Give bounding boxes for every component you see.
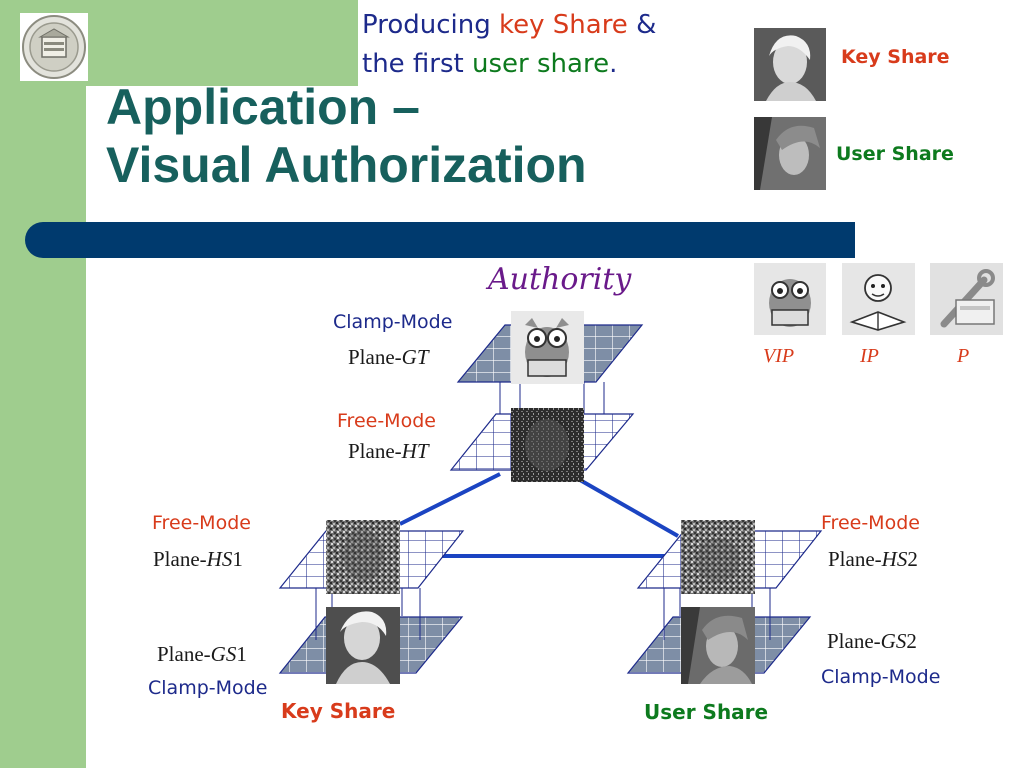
noise-share-hs2-icon <box>681 520 755 594</box>
plane-gs1-prefix: Plane- <box>157 642 211 666</box>
header-band <box>86 0 358 86</box>
level-vip-label: VIP <box>763 345 795 367</box>
title-line-1: Application – <box>106 79 420 135</box>
owl-noise-share-icon <box>511 408 584 482</box>
plane-gs2-label: Plane-GS2 <box>827 629 917 654</box>
plane-hs1-mode: Free-Mode <box>152 512 251 534</box>
plane-gs2-num: 2 <box>906 629 917 653</box>
plane-hs1-label: Plane-HS1 <box>153 547 243 572</box>
plane-gs2-name: GS <box>880 629 907 653</box>
level-p-label: P <box>957 345 970 367</box>
level-ip-label: IP <box>860 345 879 367</box>
slide-title: Application – Visual Authorization <box>106 78 587 194</box>
authority-label: Authority <box>488 262 632 297</box>
connector-lines <box>399 472 680 558</box>
plane-hs2-label: Plane-HS2 <box>828 547 918 572</box>
caption-user-share: user share <box>472 49 610 79</box>
caption-line2-suffix: . <box>609 49 618 79</box>
plane-gs1-mode: Clamp-Mode <box>148 677 268 699</box>
caption-line1-suffix: & <box>627 10 657 40</box>
legend-key-share-label: Key Share <box>841 46 950 68</box>
plane-gs1-num: 1 <box>236 642 247 666</box>
sidebar-band <box>0 0 86 768</box>
plane-hs2-prefix: Plane- <box>828 547 882 571</box>
plane-gs2-prefix: Plane- <box>827 629 881 653</box>
bottom-key-share-label: Key Share <box>281 699 396 723</box>
bottom-user-share-label: User Share <box>644 700 769 724</box>
owl-reading-icon <box>754 263 826 335</box>
plane-gt-label: Plane-GT <box>348 345 429 370</box>
wrench-tools-icon <box>930 263 1003 335</box>
plane-gt-mode: Clamp-Mode <box>333 311 453 333</box>
plane-hs2-name: HS <box>881 547 908 571</box>
plane-hs1-num: 1 <box>232 547 243 571</box>
portrait-photo-icon <box>681 607 755 684</box>
title-line-2: Visual Authorization <box>106 137 587 193</box>
noise-share-hs1-icon <box>326 520 400 594</box>
caption-key-share: key Share <box>499 10 628 40</box>
plane-gs1-name: GS <box>210 642 237 666</box>
owl-reading-icon <box>511 311 584 384</box>
portrait-photo-icon <box>754 28 826 101</box>
university-seal-icon <box>20 13 88 81</box>
divider-bar <box>25 222 855 258</box>
plane-ht-prefix: Plane- <box>348 439 402 463</box>
caption-text: Producing key Share & the first user sha… <box>362 6 656 84</box>
plane-hs1-name: HS <box>206 547 233 571</box>
portrait-photo-icon <box>326 607 400 684</box>
plane-hs2-num: 2 <box>907 547 918 571</box>
plane-gs2-mode: Clamp-Mode <box>821 666 941 688</box>
plane-ht-label: Plane-HT <box>348 439 429 464</box>
caption-line2-prefix: the first <box>362 49 473 79</box>
plane-gt-prefix: Plane- <box>348 345 402 369</box>
legend-user-share-label: User Share <box>836 143 954 165</box>
cartoon-child-reading-icon <box>842 263 915 335</box>
plane-ht-mode: Free-Mode <box>337 410 436 432</box>
plane-gt-name: GT <box>401 345 429 369</box>
plane-hs2-mode: Free-Mode <box>821 512 920 534</box>
plane-ht-name: HT <box>401 439 429 463</box>
plane-hs1-prefix: Plane- <box>153 547 207 571</box>
caption-line1-prefix: Producing <box>362 10 499 40</box>
portrait-photo-icon <box>754 117 826 190</box>
plane-gs1-label: Plane-GS1 <box>157 642 247 667</box>
